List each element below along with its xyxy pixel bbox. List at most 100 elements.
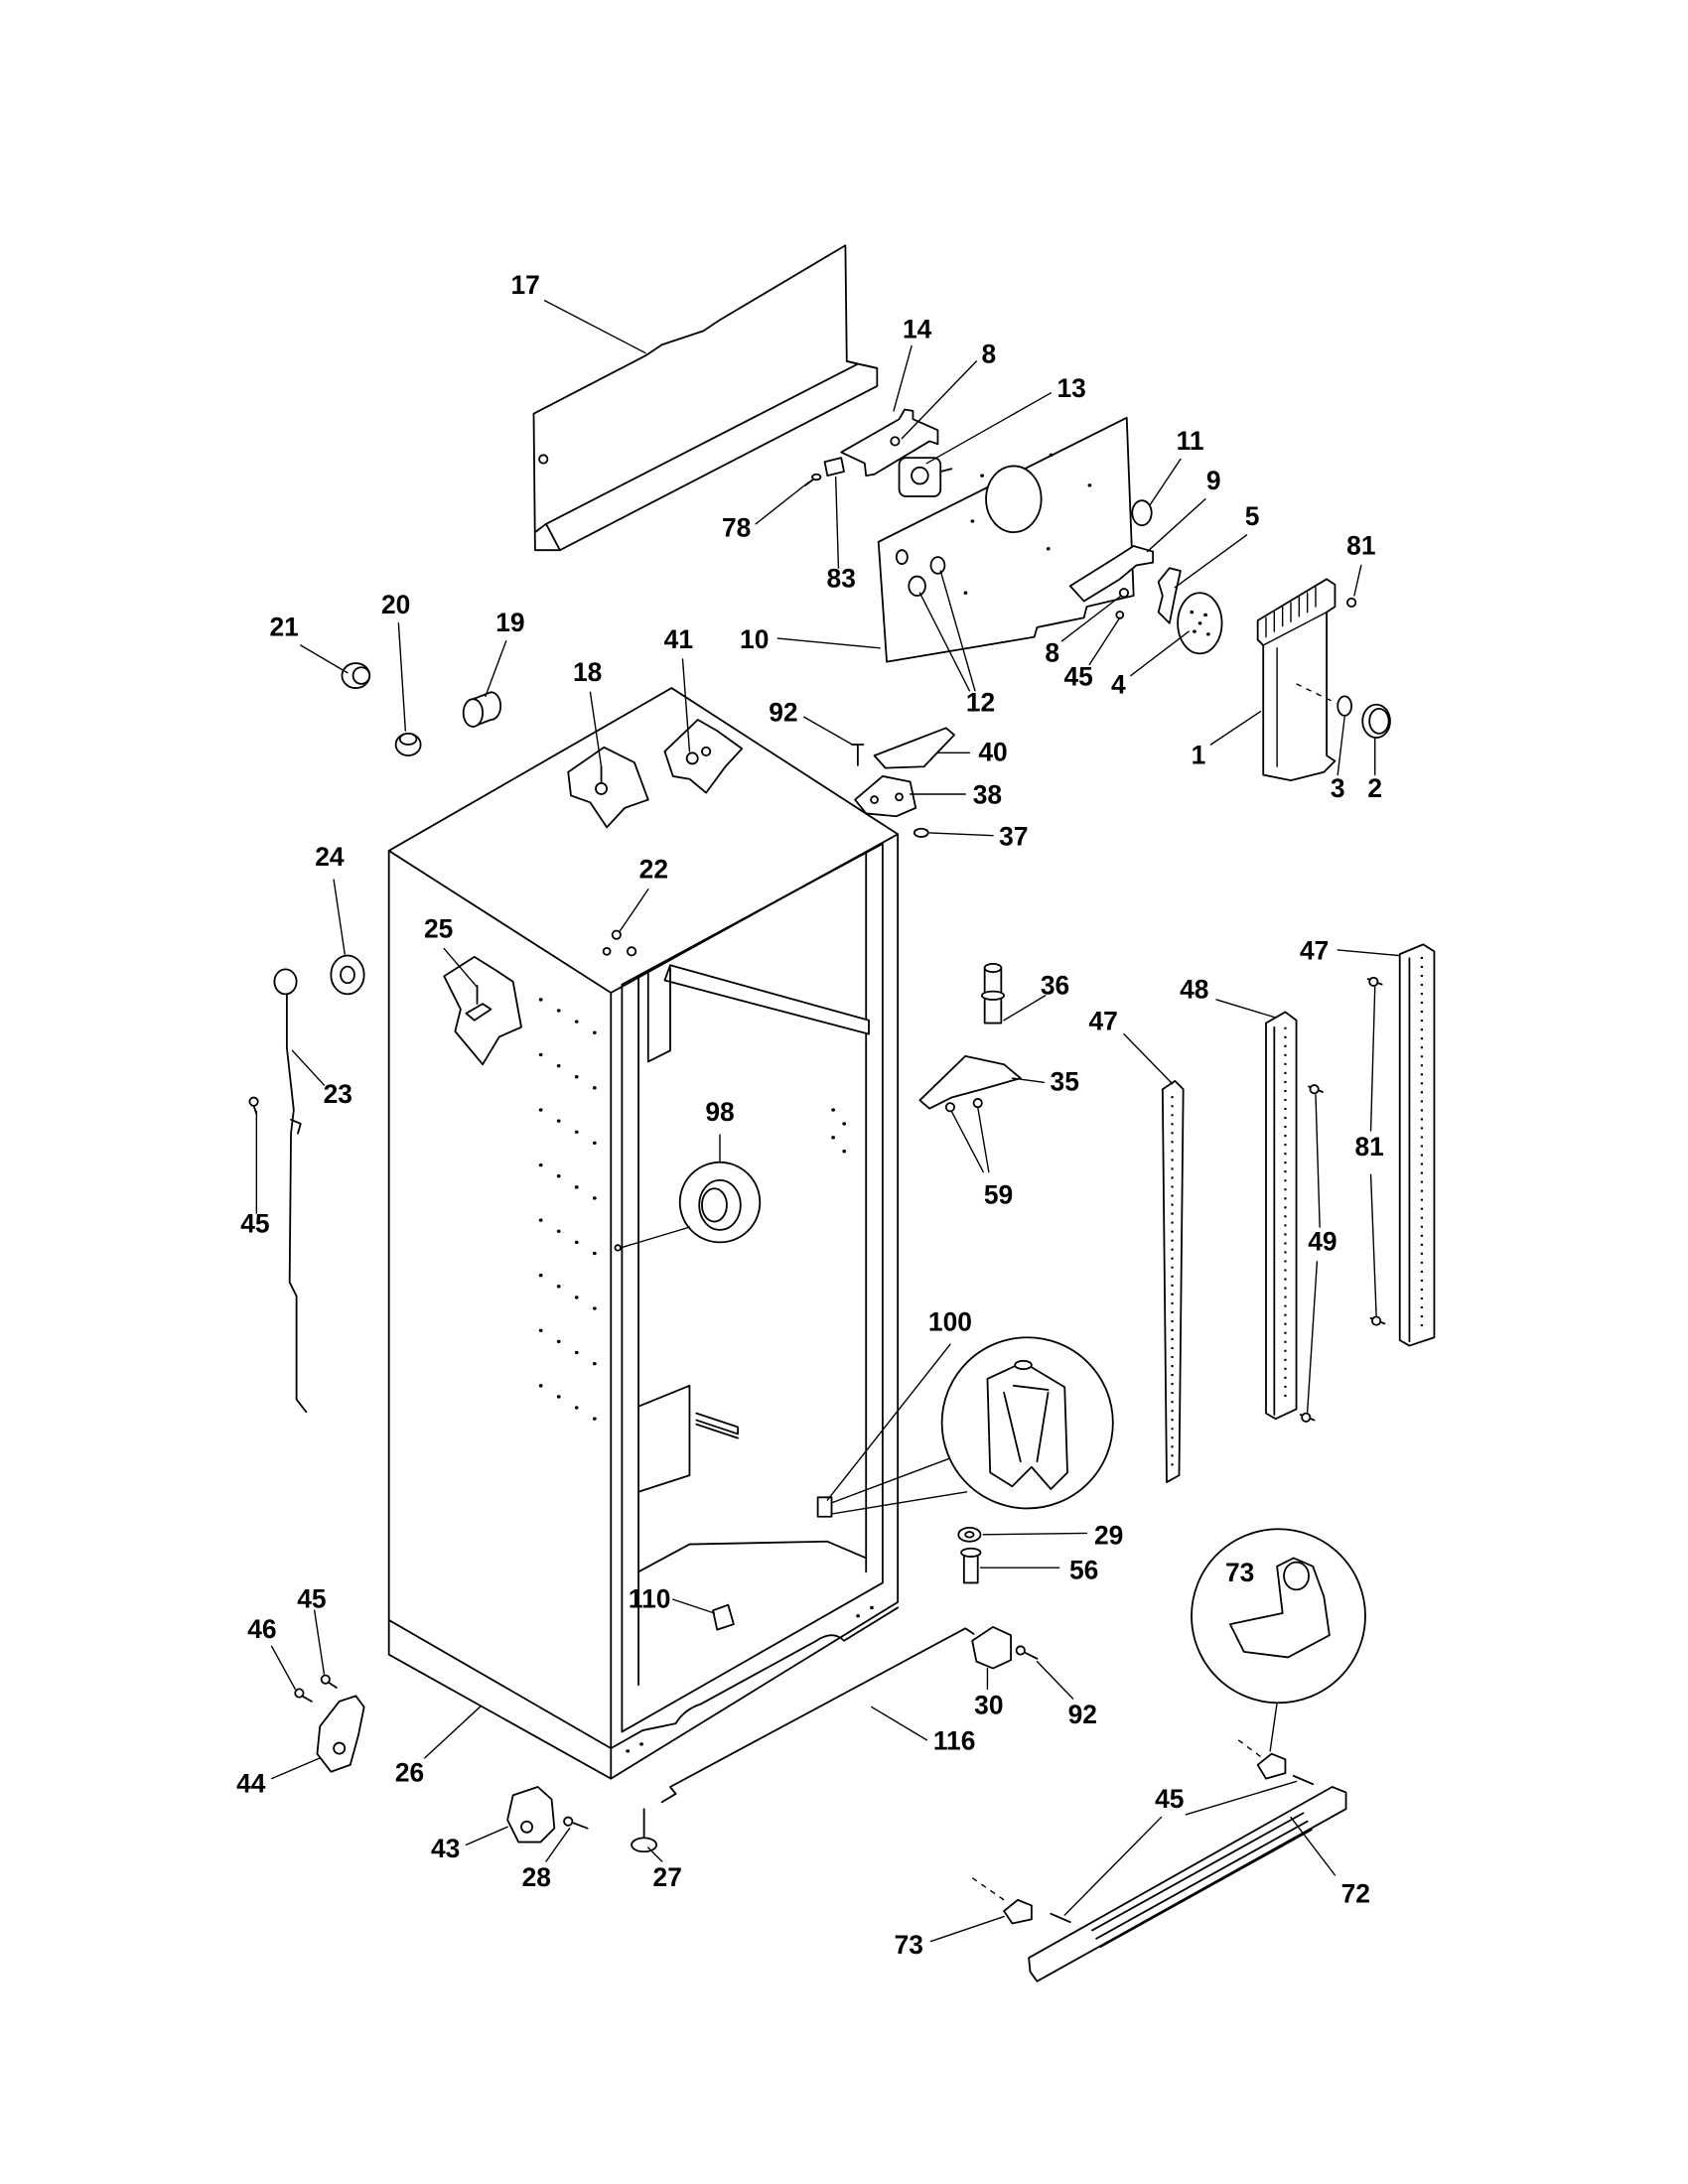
callout-label: 22 [639, 855, 668, 885]
callout-label: 27 [653, 1862, 682, 1892]
cap-2-inner [1368, 707, 1390, 735]
assembly-line [971, 1739, 1261, 1901]
callout-label: 17 [510, 270, 539, 300]
callout-label: 18 [573, 657, 602, 687]
clip-110 [712, 1603, 735, 1631]
hinge-pin-top [983, 962, 1003, 974]
rail-47-left [1161, 1079, 1185, 1483]
callout-label: 21 [269, 612, 298, 641]
top-hole [627, 946, 637, 957]
callout-label: 37 [999, 821, 1028, 851]
mounting-rails [1161, 943, 1436, 1483]
screw-45-kick [1050, 1774, 1315, 1924]
screw-28-head [563, 1816, 574, 1827]
callout-label: 45 [240, 1209, 269, 1239]
bracket-41-ring [701, 746, 712, 757]
callout-label: 40 [978, 738, 1007, 767]
callout-label: 8 [1045, 638, 1059, 668]
callout-label: 24 [315, 842, 345, 872]
callout-label: 12 [966, 688, 995, 718]
leg-56-top [960, 1547, 982, 1558]
screw-45-shank [327, 1681, 338, 1689]
callout-label: 23 [324, 1079, 352, 1109]
top-panel-hole [538, 454, 549, 465]
screw-45 [320, 1674, 331, 1685]
bracket-73-bottom [1003, 1898, 1033, 1925]
clip-100-detail [986, 1361, 1068, 1490]
washer-24-hole [340, 965, 355, 985]
rail-48 [1265, 1011, 1298, 1421]
callout-label: 98 [705, 1097, 734, 1127]
fan-motor-assembly [804, 408, 953, 497]
callout-label: 30 [974, 1690, 1003, 1719]
clip-100-ribs [1003, 1384, 1050, 1463]
clip-100 [816, 1496, 833, 1518]
pin-37 [913, 827, 929, 838]
callout-label: 29 [1094, 1521, 1123, 1551]
callout-label: 11 [1177, 426, 1204, 456]
callout-label: 45 [1155, 1784, 1184, 1814]
callout-label: 9 [1206, 466, 1221, 495]
evaporator-cover-outline [877, 416, 1135, 663]
callout-label: 13 [1056, 373, 1085, 403]
evaporator-cover [877, 416, 1153, 663]
callout-label: 45 [1063, 661, 1092, 691]
hinge-pin-collar [980, 990, 1006, 1001]
callout-label: 72 [1341, 1879, 1370, 1909]
fan-opening [985, 465, 1043, 534]
rod-23-tab [290, 1118, 302, 1135]
screw-45-left [248, 1096, 259, 1107]
callout-label: 73 [895, 1930, 923, 1960]
top-hole [602, 946, 612, 956]
bracket-18-stud [595, 781, 609, 795]
cabinet-outline [387, 687, 900, 1780]
callout-label: 44 [236, 1769, 266, 1799]
screw-81-head [1371, 1315, 1382, 1326]
small-fittings [341, 662, 502, 757]
bracket-41-stud [685, 751, 699, 765]
clip-83 [823, 457, 845, 478]
grommet-20-inner [398, 732, 418, 746]
air-duct [1256, 578, 1391, 782]
callout-label: 56 [1069, 1555, 1098, 1584]
callout-label: 81 [1354, 1132, 1383, 1161]
callout-label: 48 [1180, 975, 1208, 1005]
bracket-screw [890, 436, 901, 447]
detail-circle-73 [1191, 1528, 1366, 1705]
grommet-98-inner [701, 1187, 728, 1223]
cover-hole [908, 575, 926, 597]
cover-hole [929, 556, 946, 575]
motor-shaft [939, 468, 953, 473]
top-panel-outline [532, 244, 879, 552]
screw-92-head [1015, 1645, 1026, 1656]
base-cutout [610, 1606, 900, 1750]
cover-plug [1131, 499, 1153, 527]
kick-plate-assembly [971, 1739, 1347, 1982]
callout-label: 116 [933, 1726, 976, 1756]
bracket-41 [663, 719, 744, 794]
screw-81-top [1346, 597, 1357, 609]
bracket-25-tab [465, 1003, 492, 1022]
fan-bracket [1068, 545, 1155, 603]
callout-label: 47 [1088, 1007, 1117, 1036]
callout-label: 25 [424, 913, 453, 943]
top-panel-tray-edge [533, 359, 879, 552]
callout-label: 43 [431, 1834, 460, 1863]
callout-label: 14 [903, 314, 932, 343]
hinge-plate-38 [854, 775, 917, 818]
top-plug-22 [611, 929, 622, 940]
motor-hub [911, 466, 929, 485]
top-panel [532, 244, 879, 552]
callout-label: 38 [973, 780, 1002, 810]
assembly-line [1296, 683, 1337, 704]
screw-8 [1118, 588, 1130, 599]
screw-78-head [811, 473, 822, 481]
air-duct-outline [1256, 578, 1336, 782]
callout-label: 92 [1068, 1700, 1097, 1729]
callout-label: 73 [1225, 1558, 1254, 1587]
screw-59 [944, 1102, 956, 1113]
detail-circle-100 [816, 1336, 1114, 1518]
callout-label: 36 [1041, 970, 1069, 1000]
cover-screw-holes [963, 453, 1092, 595]
